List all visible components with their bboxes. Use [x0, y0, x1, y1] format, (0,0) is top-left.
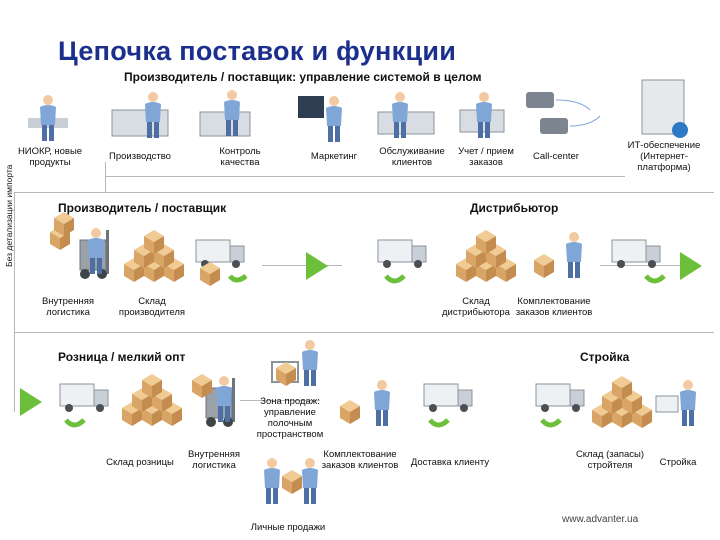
page-title: Цепочка поставок и функции [58, 36, 457, 66]
builder-boxes-icon [592, 376, 652, 428]
label-delivery: Доставка клиенту [410, 457, 490, 468]
delivery-truck-icon [195, 239, 245, 269]
label-marketing: Маркетинг [310, 151, 358, 162]
flow-line-row1-a [262, 265, 342, 266]
top-connector-line [14, 192, 714, 193]
builder-worker-icon [655, 380, 696, 426]
green-curved-arrow-icon [228, 273, 248, 283]
order-clerk-icon [459, 92, 505, 138]
flow-line-row1-b [600, 265, 680, 266]
shopping-cart-icon [271, 340, 318, 386]
website-url[interactable]: www.advanter.ua [562, 514, 639, 525]
heading-distributor: Дистрибьютор [470, 201, 559, 215]
quality-inspector-icon [199, 90, 251, 137]
label-builder-stock: Склад (запасы) стройтеля [575, 449, 645, 471]
middle-connector-line [14, 332, 714, 333]
label-call-center: Call-center [533, 151, 579, 162]
heading-retail: Розница / мелкий опт [58, 350, 186, 364]
label-internal-logistics: Внутренняя логистика [41, 296, 95, 318]
label-rnd: НИОКР, новые продукты [17, 146, 83, 168]
label-retail-warehouse: Склад розницы [106, 457, 174, 468]
label-personal-sales: Личные продажи [250, 522, 326, 533]
label-order-accounting: Учет / прием заказов [458, 146, 514, 168]
label-sales-zone: Зона продаж: управление полочным простра… [256, 396, 324, 440]
label-internal-logistics-2: Внутренняя логистика [187, 449, 241, 471]
telephone-icon [526, 92, 601, 134]
order-picker-icon-2 [340, 380, 390, 426]
label-order-picking-2: Комплектование заказов клиентов [321, 449, 399, 471]
customer-service-operator-icon [377, 92, 435, 138]
heading-construction: Стройка [580, 350, 630, 364]
label-distributor-warehouse: Склад дистрибьютора [442, 296, 510, 318]
label-production: Производство [109, 151, 171, 162]
production-workers-icon [111, 92, 169, 138]
label-manufacturer-warehouse: Склад производителя [118, 296, 186, 318]
warehouse-boxes-icon [124, 230, 184, 282]
retail-boxes-icon [122, 374, 182, 426]
top-row-bracket [105, 176, 625, 177]
heading-manufacturer: Производитель / поставщик [58, 201, 227, 215]
green-arrow-icon [306, 252, 328, 280]
side-label: Без детализации импорта [4, 164, 14, 267]
left-connector-line [14, 192, 15, 332]
server-globe-icon [641, 79, 688, 138]
distributor-boxes-icon [456, 230, 516, 282]
label-order-picking-1: Комплектование заказов клиентов [515, 296, 593, 318]
flow-line-row2 [240, 400, 320, 401]
label-quality-control: Контроль качества [219, 146, 261, 168]
marketing-presenter-icon [298, 96, 342, 142]
salesperson-handshake-icon [264, 458, 318, 504]
order-picker-icon [534, 232, 582, 278]
heading-top: Производитель / поставщик: управление си… [124, 70, 482, 84]
label-it-support: ИТ-обеспечение (Интернет-платформа) [627, 140, 701, 173]
top-row-bracket-left [105, 162, 106, 192]
researcher-at-desk-icon [28, 95, 68, 141]
label-customer-service: Обслуживание клиентов [379, 146, 445, 168]
left-lower-connector-line [14, 332, 15, 412]
label-construction-site: Стройка [659, 457, 697, 468]
